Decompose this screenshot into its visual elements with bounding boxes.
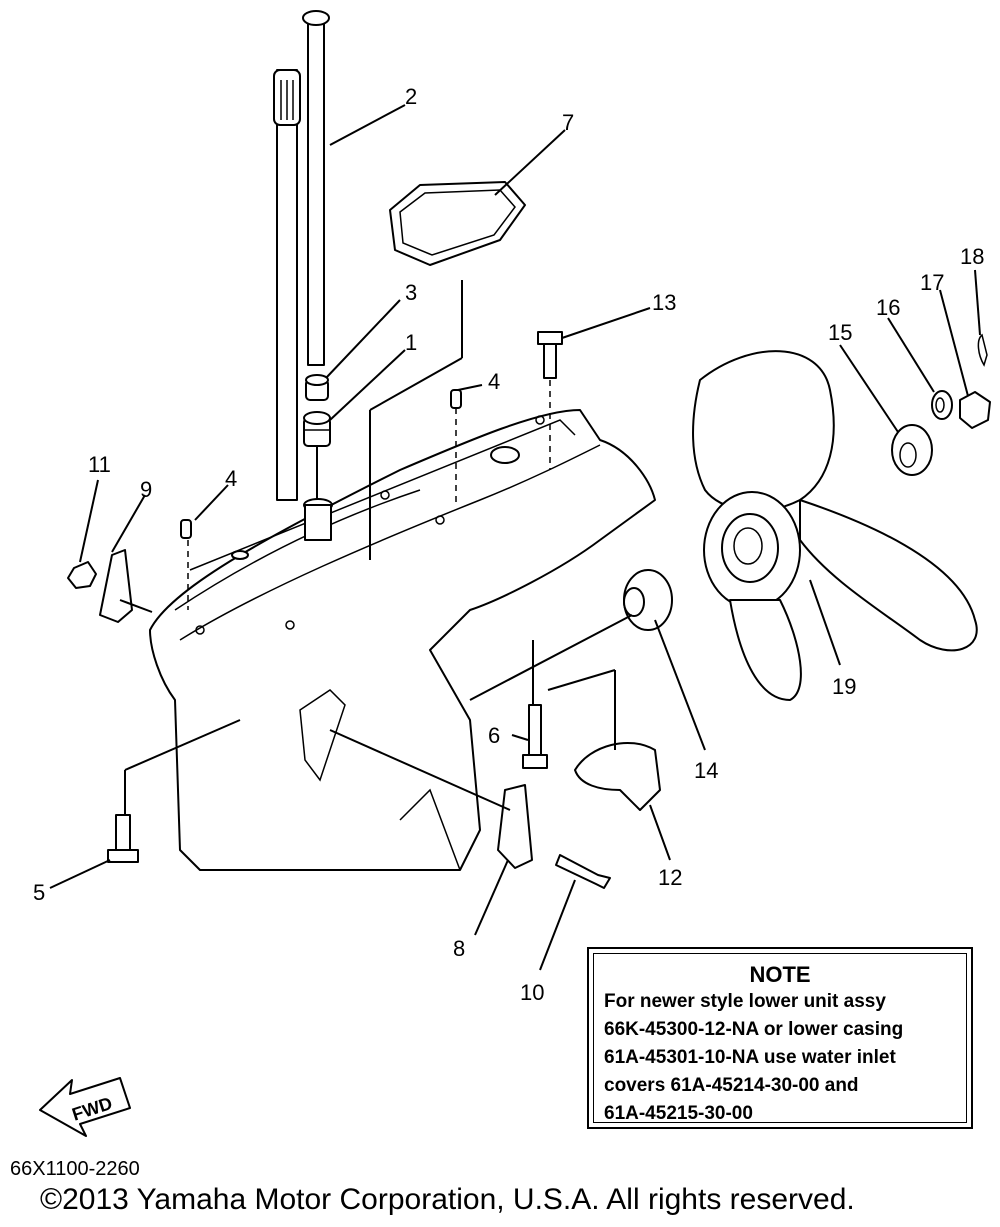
fwd-arrow: FWD xyxy=(39,1077,131,1137)
callout-12: 12 xyxy=(658,865,682,890)
callout-3: 3 xyxy=(405,280,417,305)
note-line: 61A-45301-10-NA use water inlet xyxy=(604,1047,896,1068)
leader-lines xyxy=(49,104,981,971)
note-box: NOTE For newer style lower unit assy 66K… xyxy=(587,947,973,1129)
drive-shaft xyxy=(273,69,301,501)
note-inner: NOTE For newer style lower unit assy 66K… xyxy=(593,953,967,1124)
diagram-code: 66X1100-2260 xyxy=(10,1158,140,1180)
callout-11: 11 xyxy=(88,452,111,477)
callout-17: 17 xyxy=(920,270,944,295)
callout-10: 10 xyxy=(520,980,544,1005)
grommet xyxy=(303,411,331,447)
washer xyxy=(931,390,953,420)
callout-4-lower: 4 xyxy=(225,466,237,491)
callout-16: 16 xyxy=(876,295,900,320)
callout-6: 6 xyxy=(488,723,500,748)
callout-9: 9 xyxy=(140,477,152,502)
callout-4-upper: 4 xyxy=(488,369,500,394)
callout-14: 14 xyxy=(694,758,718,783)
propeller-nut xyxy=(959,391,991,429)
note-line: 61A-45215-30-00 xyxy=(604,1103,753,1124)
copyright-notice: ©2013 Yamaha Motor Corporation, U.S.A. A… xyxy=(40,1183,855,1216)
screw xyxy=(555,854,611,889)
bolt xyxy=(107,331,563,863)
lower-casing xyxy=(149,409,656,871)
trim-tab-anode xyxy=(574,741,661,811)
cover-seal xyxy=(623,569,673,631)
gasket xyxy=(389,181,526,266)
callout-15: 15 xyxy=(828,320,852,345)
thrust-washer xyxy=(891,424,933,476)
callout-1: 1 xyxy=(405,330,417,355)
note-title: NOTE xyxy=(749,962,811,987)
nut xyxy=(67,561,97,589)
callout-18: 18 xyxy=(960,244,984,269)
shift-rod xyxy=(302,10,330,366)
cotter-pin xyxy=(977,333,988,367)
callout-13: 13 xyxy=(652,290,676,315)
callout-numbers: 2 7 18 3 13 17 16 15 1 4 11 4 9 19 6 14 … xyxy=(33,84,984,1005)
bushing xyxy=(305,374,329,401)
callout-5: 5 xyxy=(33,880,45,905)
note-line: 66K-45300-12-NA or lower casing xyxy=(604,1019,904,1040)
assembly-lines xyxy=(119,280,616,815)
callout-19: 19 xyxy=(832,674,856,699)
water-inlet-cover xyxy=(99,549,533,869)
note-line: For newer style lower unit assy xyxy=(604,991,886,1012)
callout-8: 8 xyxy=(453,936,465,961)
callout-2: 2 xyxy=(405,84,417,109)
propeller xyxy=(692,350,978,701)
note-line: covers 61A-45214-30-00 and xyxy=(604,1075,859,1096)
callout-7: 7 xyxy=(562,110,574,135)
